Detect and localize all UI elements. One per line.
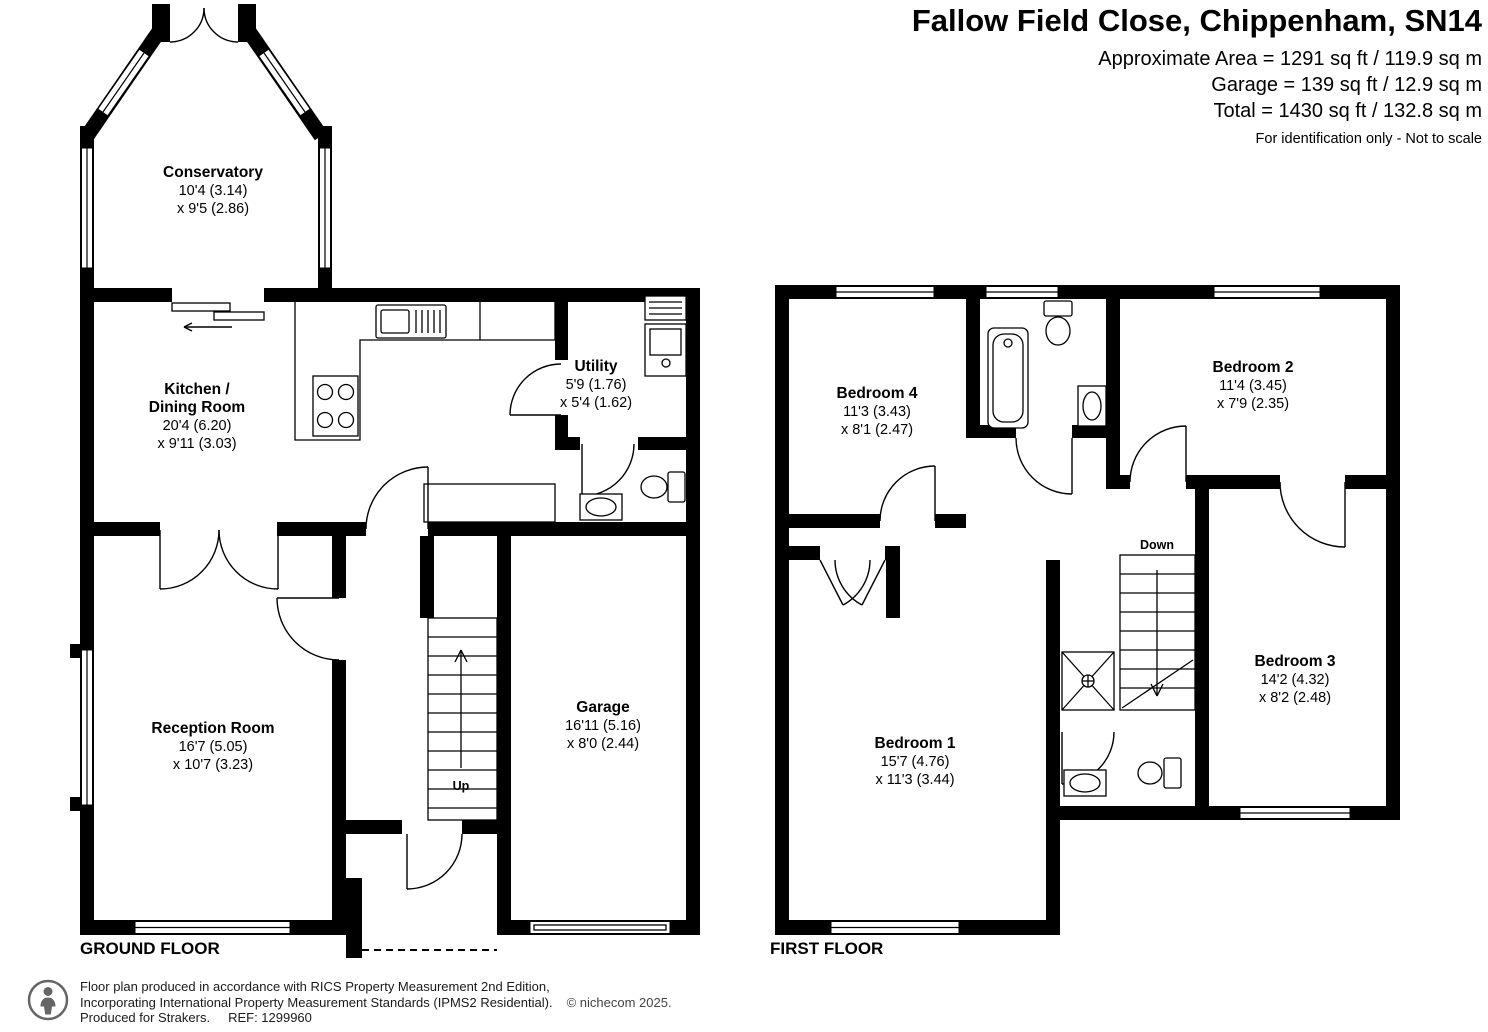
bedroom1-label: Bedroom 1 <box>875 735 956 752</box>
ground-floor-windows <box>81 49 671 934</box>
bedroom3-door-arc <box>1279 481 1346 548</box>
bedroom1-double-door <box>819 559 886 606</box>
bedroom4-dims-2: x 8'1 (2.47) <box>841 422 913 438</box>
utility-label: Utility <box>574 358 617 375</box>
bedroom1-dims-1: 15'7 (4.76) <box>881 754 950 770</box>
nichecom-logo-icon <box>26 978 70 1027</box>
kitchen-dims-1: 20'4 (6.20) <box>163 418 232 434</box>
reception-dims-2: x 10'7 (3.23) <box>173 757 253 773</box>
ground-floor-doors <box>159 7 635 951</box>
stairs-up-label: Up <box>453 779 470 793</box>
first-floor-labels: Bedroom 4 11'3 (3.43) x 8'1 (2.47) Bedro… <box>770 359 1336 958</box>
conservatory-door-arc <box>169 7 205 43</box>
garage-label: Garage <box>576 699 630 716</box>
reception-label: Reception Room <box>151 720 274 737</box>
conservatory-dims-1: 10'4 (3.14) <box>179 183 248 199</box>
wc-door-arc <box>581 443 635 497</box>
bedroom1-dims-2: x 11'3 (3.44) <box>875 772 954 788</box>
first-floor-doors <box>819 425 1346 785</box>
garage-dims-2: x 8'0 (2.44) <box>567 736 639 752</box>
bedroom4-dims-1: 11'3 (3.43) <box>843 404 911 420</box>
bedroom3-dims-2: x 8'2 (2.48) <box>1259 690 1331 706</box>
reception-dims-1: 16'7 (5.05) <box>179 739 248 755</box>
kitchen-label-1: Kitchen / <box>164 381 230 398</box>
stairs-down-label: Down <box>1140 538 1174 552</box>
disclaimer-text: For identification only - Not to scale <box>1255 131 1482 147</box>
reception-double-door-arc <box>218 529 279 590</box>
breakfast-bar <box>423 483 556 523</box>
patio-slider-door <box>171 302 265 332</box>
first-floor-plan: Down <box>770 285 1400 958</box>
wc-basin-icon <box>579 493 623 521</box>
bathroom-door-arc <box>1015 437 1073 495</box>
conservatory-door-arc <box>203 7 239 43</box>
utility-door-arc <box>509 363 562 416</box>
kitchen-label-2: Dining Room <box>149 399 245 416</box>
bedroom4-label: Bedroom 4 <box>837 385 918 402</box>
conservatory-dims-2: x 9'5 (2.86) <box>177 201 249 217</box>
approximate-area: Approximate Area = 1291 sq ft / 119.9 sq… <box>1098 48 1482 70</box>
bedroom4-door-arc <box>879 465 936 522</box>
wc-toilet-icon <box>640 471 686 503</box>
stairs-up-arrow-icon <box>454 649 468 768</box>
header: Fallow Field Close, Chippenham, SN14 App… <box>912 2 1482 147</box>
reception-double-door-arc <box>159 529 220 590</box>
first-floor-windows <box>830 286 1351 934</box>
first-floor-wc-basin-icon <box>1063 769 1107 797</box>
stairs-down-arrow-icon <box>1150 570 1164 697</box>
copyright-text: © nichecom 2025. <box>566 994 672 1010</box>
bedroom3-dims-1: 14'2 (4.32) <box>1261 672 1330 688</box>
footer-ref: REF: 1299960 <box>228 1010 312 1026</box>
ground-floor-plan: Up <box>70 4 700 958</box>
stairs-up: Up <box>427 617 498 821</box>
page-title: Fallow Field Close, Chippenham, SN14 <box>911 3 1482 38</box>
first-floor-title: FIRST FLOOR <box>770 939 883 958</box>
first-floor-walls <box>775 285 1400 935</box>
footer-line2: Incorporating International Property Mea… <box>80 994 553 1010</box>
bathroom-toilet-icon <box>1043 300 1073 346</box>
utility-sink-icon <box>644 323 687 377</box>
shower-cubicle-icon <box>1061 651 1115 711</box>
ground-floor-title: GROUND FLOOR <box>80 939 220 958</box>
conservatory-label: Conservatory <box>163 164 263 181</box>
kitchen-hall-door-arc <box>365 466 429 530</box>
footer-line1: Floor plan produced in accordance with R… <box>80 979 550 995</box>
stairs-down: Down <box>1119 538 1196 711</box>
bedroom2-dims-1: 11'4 (3.45) <box>1219 378 1287 394</box>
bedroom2-door-arc <box>1129 425 1187 483</box>
footer-produced-for: Produced for Strakers. <box>80 1010 211 1026</box>
bedroom2-dims-2: x 7'9 (2.35) <box>1217 396 1289 412</box>
front-door-arc <box>406 833 463 890</box>
garage-door <box>529 921 671 934</box>
garage-area: Garage = 139 sq ft / 12.9 sq m <box>1211 74 1482 96</box>
ground-floor-labels: Conservatory 10'4 (3.14) x 9'5 (2.86) Ki… <box>80 164 641 958</box>
bath-icon <box>987 327 1029 429</box>
first-floor-wc-toilet-icon <box>1137 757 1182 789</box>
bathroom-basin-icon <box>1077 385 1107 427</box>
kitchen-counter <box>294 302 556 523</box>
area-summary: Approximate Area = 1291 sq ft / 119.9 sq… <box>912 46 1482 124</box>
bedroom3-label: Bedroom 3 <box>1255 653 1336 670</box>
kitchen-sink-icon <box>375 304 447 339</box>
footer: Floor plan produced in accordance with R… <box>26 978 672 1027</box>
garage-dims-1: 16'11 (5.16) <box>565 718 641 734</box>
utility-dims-1: 5'9 (1.76) <box>566 377 627 393</box>
kitchen-dims-2: x 9'11 (3.03) <box>157 436 236 452</box>
utility-appliance-icon <box>644 295 687 321</box>
utility-dims-2: x 5'4 (1.62) <box>560 395 632 411</box>
reception-hall-door-arc <box>276 597 340 661</box>
hob-icon <box>312 375 359 437</box>
bedroom2-label: Bedroom 2 <box>1213 359 1294 376</box>
ground-floor-walls <box>70 4 700 958</box>
total-area: Total = 1430 sq ft / 132.8 sq m <box>1213 100 1483 122</box>
